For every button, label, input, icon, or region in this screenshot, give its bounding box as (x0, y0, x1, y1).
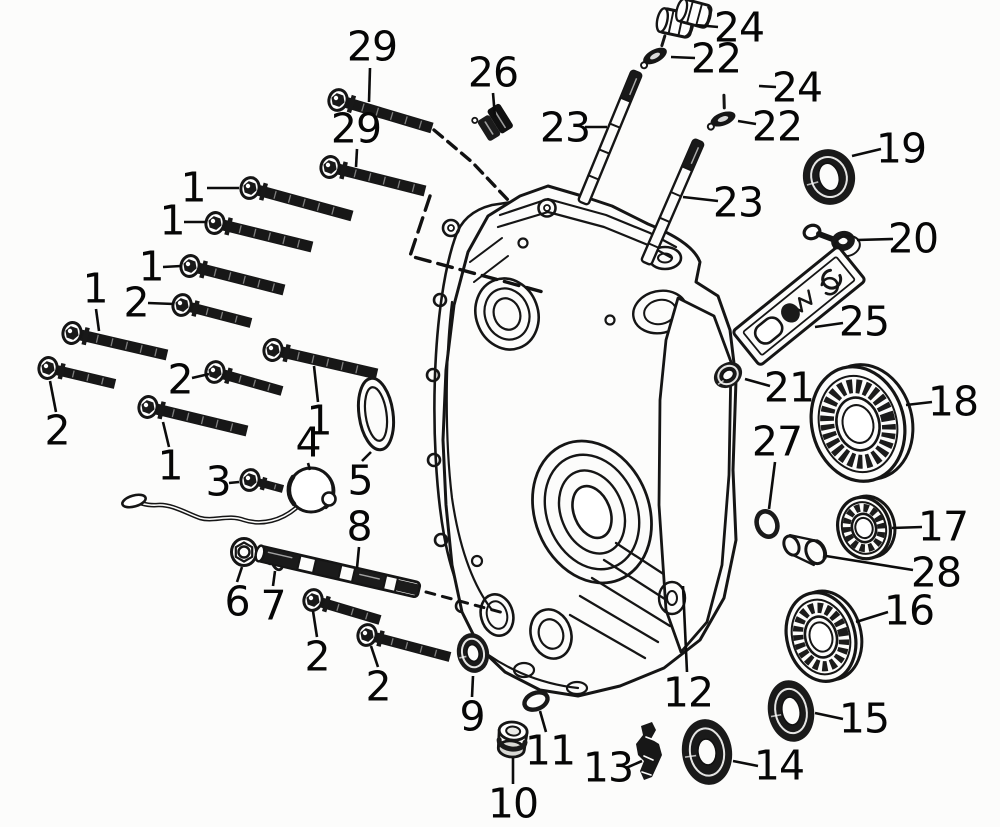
leader-line-3 (228, 480, 240, 485)
part-bolt-2 (37, 356, 117, 389)
crank-bore (531, 439, 653, 585)
part-4-cap-and-cable (121, 466, 337, 525)
part-11-oring (522, 690, 550, 712)
part-bolt-2 (204, 360, 284, 396)
leader-line-16 (855, 610, 889, 624)
parts-layer (37, 69, 915, 785)
leader-line-29 (367, 67, 372, 103)
leader-line-24 (695, 23, 719, 29)
alignment-dash-lines (408, 128, 545, 615)
leader-line-5 (361, 451, 372, 462)
part-28-spacer (782, 534, 828, 567)
part-stud-23 (577, 69, 643, 206)
leader-line-19 (851, 147, 882, 158)
leader-line-2 (147, 301, 175, 306)
part-bolt-2 (356, 623, 452, 662)
part-bolt-29 (319, 155, 427, 197)
leader-line-18 (905, 400, 933, 407)
leader-line-2 (191, 372, 210, 380)
leader-line-1 (94, 308, 101, 332)
leader-line-22 (737, 119, 757, 126)
part-bolt-29 (327, 88, 434, 134)
leader-line-28 (825, 554, 914, 572)
leader-line-15 (814, 711, 844, 721)
part-6-bolt (230, 537, 258, 567)
leader-line-22 (670, 55, 696, 60)
leader-line-1 (162, 264, 182, 269)
part-13-pawl (636, 722, 662, 780)
part-22-washer (706, 93, 736, 131)
part-24-cap-nut (675, 0, 713, 29)
leader-line-12 (681, 585, 689, 673)
part-bolt-1 (262, 338, 379, 380)
leader-line-13 (625, 759, 643, 770)
leader-line-2 (48, 380, 58, 413)
part-15-seal (767, 680, 815, 742)
part-stud-23 (640, 138, 705, 266)
part-19-seal (802, 149, 856, 205)
part-bolt-2 (171, 293, 253, 328)
part-25-tensioner (732, 246, 866, 366)
part-bolt-2 (302, 588, 382, 625)
part-26-clamp (471, 103, 513, 141)
leader-line-27 (767, 461, 777, 510)
leader-line-29 (354, 148, 359, 168)
part-10-plug (496, 720, 529, 759)
part-22-washer (640, 34, 667, 70)
part-bolt-1 (239, 176, 354, 222)
leader-line-9 (470, 675, 475, 698)
leader-line-17 (891, 525, 923, 530)
leader-line-26 (491, 92, 497, 118)
leader-line-14 (732, 759, 759, 768)
part-9-seal (456, 633, 490, 673)
small-bore (479, 592, 515, 638)
lower-bore (529, 608, 573, 660)
leader-line-7 (271, 570, 277, 587)
part-16-bearing (784, 589, 864, 683)
part-bolt-3 (239, 468, 285, 493)
leader-line-11 (538, 710, 548, 733)
part-12-cover-plate (657, 296, 733, 654)
part-8-shaft (254, 544, 422, 599)
part-bolt-1 (179, 254, 286, 296)
part-5-seal (356, 376, 396, 452)
leader-line-23 (682, 195, 719, 203)
part-17-bearing (836, 494, 897, 561)
part-18-bearing (809, 363, 915, 483)
leader-line-1 (312, 365, 320, 403)
leader-line-25 (814, 321, 844, 329)
crankcase-assembly (121, 0, 866, 780)
leader-line-24 (758, 84, 777, 89)
leader-line-2 (369, 645, 380, 668)
leader-line-20 (856, 237, 894, 242)
part-27-oring (754, 509, 780, 539)
leader-line-4 (306, 462, 312, 471)
leader-line-6 (235, 566, 244, 583)
leader-line-2 (311, 610, 319, 638)
leader-line-21 (744, 377, 771, 388)
part-21-seal (713, 361, 743, 389)
leader-lines (48, 23, 933, 784)
part-14-bearing (681, 719, 733, 785)
leader-line-1 (161, 421, 171, 448)
part-bolt-1 (204, 211, 314, 253)
part-bolt-1 (61, 321, 169, 361)
leader-line-8 (355, 546, 361, 569)
part-bolt-1 (137, 395, 249, 437)
